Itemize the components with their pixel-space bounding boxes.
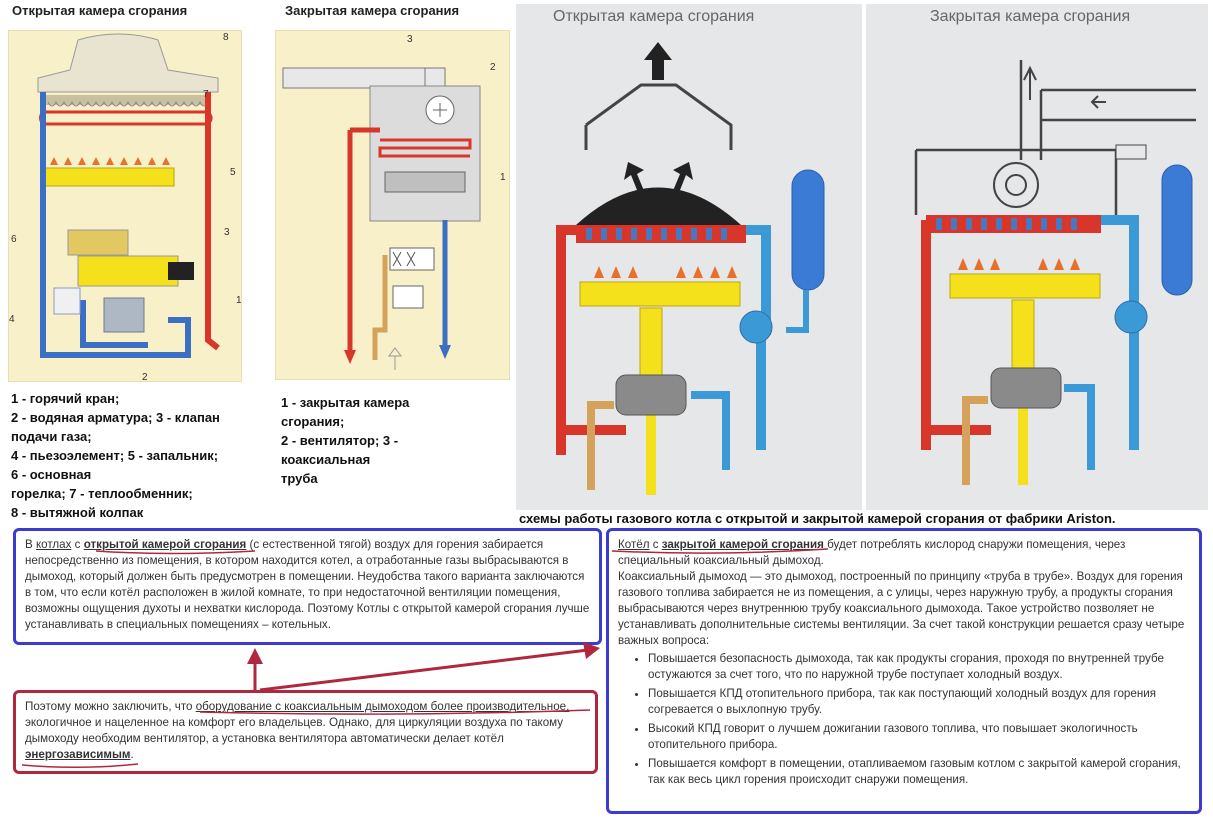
legend-open-item: 2 - водяная арматура; 3 - клапан: [11, 410, 220, 425]
closed-small-diagram: 3 2 1: [275, 30, 510, 380]
legend-closed-item: 2 - вентилятор; 3 -: [281, 433, 399, 448]
text-fragment: будет потреблять кислород снаружи помеще…: [618, 538, 1126, 567]
closed-small-title: Закрытая камера сгорания: [285, 3, 460, 18]
list-item: Высокий КПД говорит о лучшем дожигании г…: [648, 721, 1190, 753]
closed-chamber-textbox: Котёл с закрытой камерой сгорания будет …: [606, 528, 1202, 814]
open-chamber-text: В котлах с открытой камерой сгорания (с …: [25, 537, 590, 633]
text-fragment: с: [71, 538, 84, 551]
highlight-energy-dependent: энергозависимым: [25, 748, 131, 761]
list-item: Повышается комфорт в помещении, отаплива…: [648, 756, 1190, 788]
text-fragment: (с естественной тягой) воздух для горени…: [25, 538, 590, 631]
list-item: Повышается КПД отопительного прибора, та…: [648, 686, 1190, 718]
callout-6: 6: [11, 234, 17, 245]
legend-open-item: подачи газа;: [11, 429, 92, 444]
open-chamber-textbox: В котлах с открытой камерой сгорания (с …: [13, 528, 602, 645]
callout-1: 1: [236, 295, 242, 306]
open-large-title: Открытая камера сгорания: [553, 8, 755, 25]
highlight-coaxial-equipment: оборудование с коаксиальным дымоходом бо…: [195, 700, 570, 713]
link-kotel[interactable]: Котёл: [618, 538, 650, 551]
callout-2: 2: [142, 372, 148, 382]
callout-7: 7: [203, 89, 209, 100]
text-fragment: Поэтому можно заключить, что: [25, 700, 196, 713]
legend-open-item: горелка; 7 - теплообменник;: [11, 486, 193, 501]
legend-closed-item: сгорания;: [281, 414, 345, 429]
legend-open-item: 8 - вытяжной колпак: [11, 505, 144, 520]
text-fragment: В: [25, 538, 36, 551]
legend-open-item: 1 - горячий кран;: [11, 391, 120, 406]
legend-open-item: 6 - основная: [11, 467, 92, 482]
callout-4: 4: [9, 314, 15, 325]
highlight-open-chamber: открытой камерой сгорания: [83, 538, 247, 551]
text-fragment: .: [130, 748, 134, 761]
closed-chamber-coaxial: Коаксиальный дымоход — это дымоход, пост…: [618, 570, 1185, 647]
legend-closed-item: коаксиальная: [281, 452, 371, 467]
conclusion-text: Поэтому можно заключить, что оборудовани…: [25, 699, 586, 763]
legend-closed-item: труба: [281, 471, 318, 486]
legend-open-item: 4 - пьезоэлемент; 5 - запальник;: [11, 448, 219, 463]
text-fragment: с: [649, 538, 662, 551]
text-fragment: экологичное и нацеленное на комфорт его …: [25, 716, 564, 745]
open-small-title: Открытая камера сгорания: [12, 3, 188, 18]
open-small-diagram: 8 7 5 6 3 4 2 1: [8, 30, 242, 382]
closed-large-diagram: [914, 60, 1196, 485]
list-item: Повышается безопасность дымохода, так ка…: [648, 651, 1190, 683]
callout-3: 3: [224, 227, 230, 238]
callout-3: 3: [407, 34, 413, 45]
closed-chamber-intro: Котёл с закрытой камерой сгорания будет …: [618, 537, 1190, 569]
callout-2: 2: [490, 62, 496, 73]
highlight-closed-chamber: закрытой камерой сгорания: [661, 538, 824, 551]
figure-caption: схемы работы газового котла с открытой и…: [519, 511, 1116, 526]
benefits-list: Повышается безопасность дымохода, так ка…: [618, 651, 1190, 788]
open-large-diagram: [556, 42, 825, 495]
callout-8: 8: [223, 32, 229, 43]
closed-large-title: Закрытая камера сгорания: [930, 8, 1131, 25]
legend-closed-item: 1 - закрытая камера: [281, 395, 410, 410]
callout-1: 1: [500, 172, 506, 183]
link-kotlah[interactable]: котлах: [35, 538, 72, 551]
conclusion-textbox: Поэтому можно заключить, что оборудовани…: [13, 690, 598, 774]
callout-5: 5: [230, 167, 236, 178]
legend-closed: 1 - закрытая камера сгорания; 2 - вентил…: [281, 393, 409, 488]
legend-open: 1 - горячий кран; 2 - водяная арматура; …: [11, 389, 220, 522]
arrow-right-to-closed-box: [259, 648, 589, 692]
